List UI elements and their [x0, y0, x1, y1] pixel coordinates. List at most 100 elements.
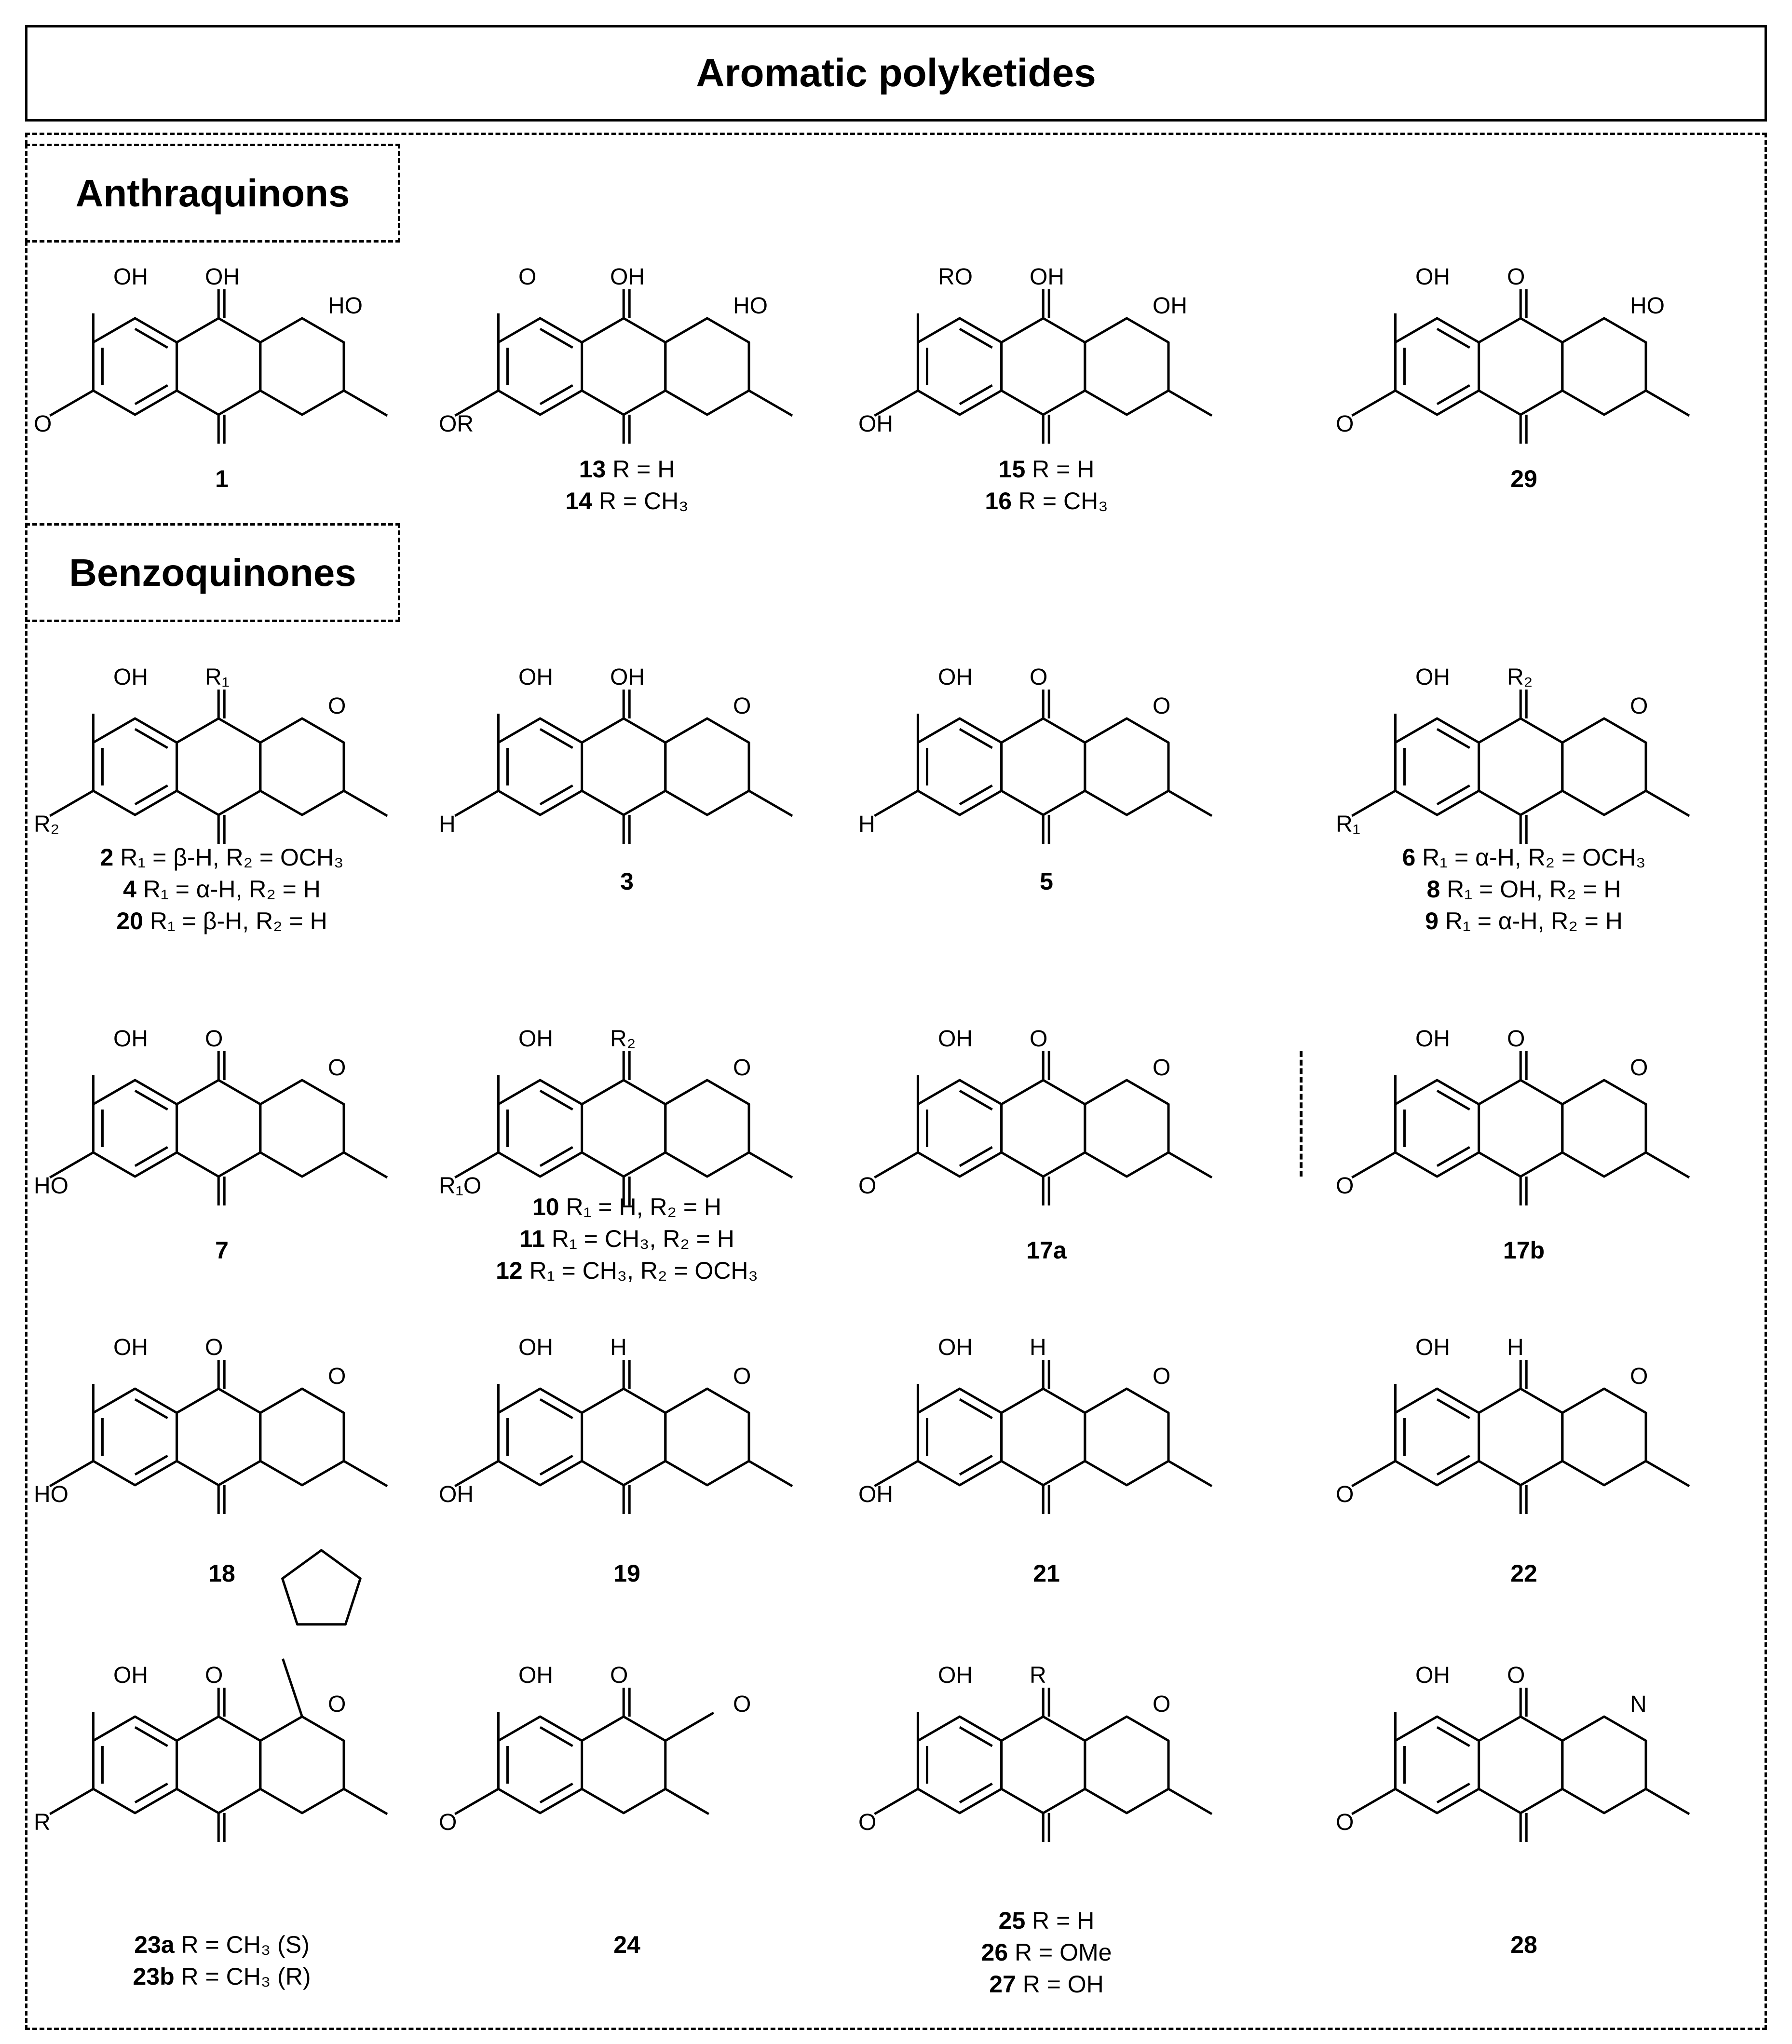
structure-c23-cyclopentanone — [281, 1549, 362, 1626]
compound-label-line: 17b — [1317, 1234, 1731, 1266]
compound-label-line: 26 R = OMe — [839, 1936, 1254, 1968]
structure-c22-aromatic-bond-2 — [1436, 1454, 1470, 1476]
compound-label-c21: 21 — [839, 1557, 1254, 1589]
structure-c13-aromatic-bond-2 — [539, 384, 573, 406]
compound-number: 27 — [989, 1971, 1016, 1998]
atom-label-c13-3: HO — [733, 293, 768, 319]
structure-c25-ring-3 — [1084, 1715, 1170, 1814]
structure-c5-left-arm — [874, 789, 919, 817]
compound-label-c22: 22 — [1317, 1557, 1731, 1589]
atom-label-c28-4: O — [1336, 1810, 1354, 1835]
compound-label-line: 27 R = OH — [839, 1968, 1254, 2000]
structure-c13-right-arm — [748, 389, 793, 417]
structure-c3-right-arm — [748, 789, 793, 817]
atom-label-c17b-4: O — [1336, 1173, 1354, 1199]
structure-c6-aromatic-bond-1 — [1436, 728, 1470, 749]
atom-label-c21-3: O — [1153, 1364, 1170, 1389]
structure-c2-ring-2 — [176, 717, 262, 816]
compound-label-line: 14 R = CH₃ — [420, 485, 834, 517]
compound-number: 16 — [985, 487, 1012, 514]
structure-c21-aromatic-bond-2 — [959, 1454, 993, 1476]
structure-c21-ring-3 — [1084, 1387, 1170, 1487]
atom-label-c23-2: O — [205, 1663, 223, 1688]
compound-number: 23a — [134, 1931, 175, 1958]
compound-number: 10 — [532, 1193, 559, 1220]
compound-number: 21 — [1033, 1560, 1060, 1587]
outer-dashed-frame — [25, 133, 1767, 2030]
atom-label-c10-4: R₁O — [439, 1173, 481, 1199]
compound-label-line: 25 R = H — [839, 1905, 1254, 1936]
title-box: Aromatic polyketides — [25, 25, 1767, 122]
compound-number: 4 — [123, 876, 136, 903]
page-title: Aromatic polyketides — [696, 51, 1096, 95]
structure-c23-left-arm — [49, 1787, 94, 1815]
compound-number: 23b — [133, 1963, 175, 1990]
structure-c1-left-arm — [49, 389, 94, 417]
atom-label-c6-2: R₂ — [1507, 664, 1533, 690]
atom-label-c1-4: O — [34, 411, 52, 437]
atom-label-c18-1: OH — [113, 1335, 148, 1360]
structure-c5-ring-1 — [916, 717, 1003, 816]
atom-label-c19-1: OH — [518, 1335, 553, 1360]
structure-c10-ring-3 — [664, 1079, 750, 1178]
structure-c23-ring-2 — [176, 1715, 262, 1814]
atom-label-c21-1: OH — [938, 1335, 973, 1360]
compound-number: 5 — [1040, 868, 1053, 895]
compound-label-line: 1 — [14, 463, 429, 495]
atom-label-c28-2: O — [1507, 1663, 1525, 1688]
section-title-anthraquinones: Anthraquinons — [75, 171, 350, 215]
structure-c6-right-arm — [1645, 789, 1690, 817]
compound-substituents: R₁ = CH₃, R₂ = OCH₃ — [522, 1257, 758, 1284]
structure-c7-ring-2 — [176, 1079, 262, 1178]
atom-label-c29-4: O — [1336, 411, 1354, 437]
structure-c17b-left-arm — [1351, 1151, 1396, 1179]
atom-label-c22-2: H — [1507, 1335, 1524, 1360]
structure-c25-aromatic-bond-2 — [959, 1782, 993, 1804]
atom-label-c17a-4: O — [858, 1173, 876, 1199]
compound-substituents: R = H — [606, 456, 675, 483]
structure-c22-ring-3 — [1561, 1387, 1647, 1487]
compound-number: 24 — [613, 1931, 640, 1958]
compound-number: 9 — [1425, 907, 1439, 934]
compound-number: 19 — [613, 1560, 640, 1587]
structure-c2-right-arm — [343, 789, 388, 817]
structure-c17a-aromatic-bond-2 — [959, 1146, 993, 1167]
structure-c15-aromatic-bond-2 — [959, 384, 993, 406]
structure-c17b-ring-2 — [1478, 1079, 1564, 1178]
structure-c1-ring-1 — [92, 317, 178, 416]
atom-label-c25-3: O — [1153, 1692, 1170, 1717]
compound-substituents: R = CH₃ — [592, 487, 689, 514]
structure-c3-ring-1 — [497, 717, 584, 816]
structure-c15-left-arm — [874, 389, 919, 417]
atom-label-c7-3: O — [328, 1055, 346, 1081]
compound-substituents: R₁ = CH₃, R₂ = H — [545, 1225, 734, 1252]
compound-substituents: R₁ = OH, R₂ = H — [1440, 876, 1621, 903]
structure-c18-left-arm — [49, 1460, 94, 1488]
compound-label-line: 28 — [1317, 1929, 1731, 1961]
structure-c17a-left-arm — [874, 1151, 919, 1179]
structure-c10-aromatic-bond-2 — [539, 1146, 573, 1167]
atom-label-c2-1: OH — [113, 664, 148, 690]
structure-c29-ring-3 — [1561, 317, 1647, 416]
compound-label-c17b: 17b — [1317, 1234, 1731, 1266]
structure-c22-aromatic-bond-1 — [1436, 1398, 1470, 1420]
compound-label-c1: 1 — [14, 463, 429, 495]
atom-label-c13-2: OH — [610, 264, 645, 290]
atom-label-c19-2: H — [610, 1335, 627, 1360]
structure-c6-aromatic-bond-2 — [1436, 784, 1470, 806]
compound-number: 1 — [215, 465, 229, 492]
compound-label-line: 22 — [1317, 1557, 1731, 1589]
atom-label-c23-1: OH — [113, 1663, 148, 1688]
compound-number: 3 — [620, 868, 634, 895]
structure-c24-aromatic-bond-2 — [539, 1782, 573, 1804]
section-title-benzoquinones: Benzoquinones — [69, 551, 356, 594]
structure-c5-ring-2 — [1000, 717, 1086, 816]
structure-c22-right-arm — [1645, 1460, 1690, 1488]
compound-number: 25 — [998, 1907, 1026, 1934]
atom-label-c24-4: O — [439, 1810, 457, 1835]
compound-substituents: R = CH₃ — [1012, 487, 1108, 514]
